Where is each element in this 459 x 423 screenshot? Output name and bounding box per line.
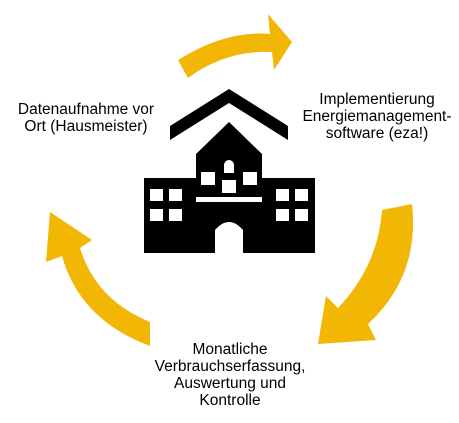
step-label-monitoring: Monatliche Verbrauchserfassung, Auswertu… bbox=[130, 341, 330, 409]
arrow-right bbox=[318, 204, 414, 344]
step-label-line: Implementierung bbox=[319, 91, 435, 108]
step-label-line: software (eza!) bbox=[325, 125, 429, 142]
step-label-line: Energiemanagement- bbox=[302, 108, 452, 125]
arrow-top bbox=[178, 14, 292, 78]
step-label-data-collection: Datenaufnahme vor Ort (Hausmeister) bbox=[6, 101, 166, 135]
step-label-line: Kontrolle bbox=[199, 392, 261, 409]
arrow-left bbox=[46, 212, 150, 346]
step-label-line: Auswertung und bbox=[173, 375, 287, 392]
step-label-line: Monatliche bbox=[192, 341, 268, 358]
step-label-line: Verbrauchserfassung, bbox=[154, 358, 306, 375]
step-label-line: Datenaufnahme vor bbox=[17, 101, 155, 118]
building-openings bbox=[150, 160, 308, 253]
step-label-implementation: Implementierung Energiemanagement- softw… bbox=[292, 91, 459, 142]
step-label-line: Ort (Hausmeister) bbox=[24, 118, 148, 135]
